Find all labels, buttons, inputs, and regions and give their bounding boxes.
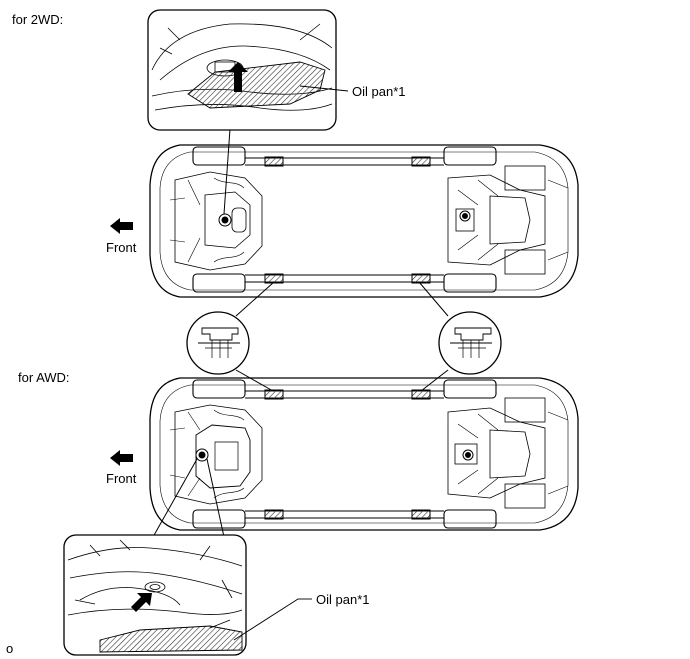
vehicle-underside-awd: [149, 377, 579, 531]
lift-point-icon: [411, 156, 431, 167]
left-arrow-icon: [110, 450, 133, 466]
lift-point-detail-left: [186, 311, 250, 375]
front-label-bottom: Front: [106, 471, 137, 486]
oil-pan-label-bottom: Oil pan*1: [316, 592, 370, 607]
section-title-awd: for AWD:: [18, 370, 70, 385]
oil-pan-inset-awd: [63, 534, 247, 656]
lift-point-detail-right: [438, 311, 502, 375]
lift-point-icon: [411, 273, 431, 284]
lift-point-icon: [264, 509, 284, 520]
up-arrow-icon: [228, 62, 248, 92]
oil-pan-label-top: Oil pan*1: [352, 84, 406, 99]
lift-point-icon: [264, 389, 284, 400]
left-arrow-icon: [110, 218, 133, 234]
front-label-top: Front: [106, 240, 137, 255]
lift-point-icon: [411, 389, 431, 400]
lift-point-icon: [411, 509, 431, 520]
section-title-2wd: for 2WD:: [12, 12, 64, 27]
lift-point-icon: [264, 273, 284, 284]
corner-mark: o: [6, 641, 14, 656]
lift-point-icon: [264, 156, 284, 167]
oil-pan-inset-2wd: [147, 9, 337, 131]
vehicle-underside-2wd: [149, 144, 579, 298]
up-arrow-icon: [131, 593, 152, 612]
